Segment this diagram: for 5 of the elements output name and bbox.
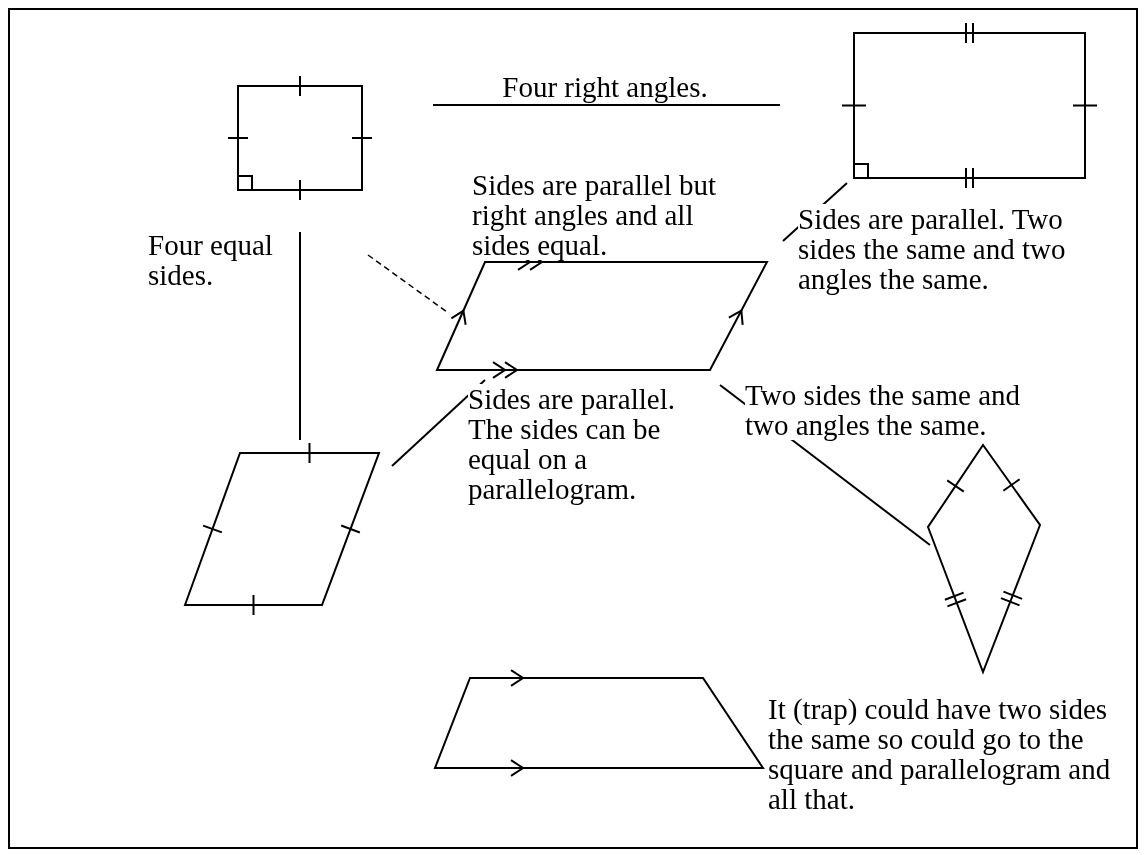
connector-line <box>432 104 781 106</box>
note-text: It (trap) could have two sides the same so could go to the square and parallelogram and all that. <box>768 694 1112 814</box>
connector-line <box>299 231 301 441</box>
dashed-connector-line <box>367 254 448 313</box>
connector-line <box>391 379 486 467</box>
